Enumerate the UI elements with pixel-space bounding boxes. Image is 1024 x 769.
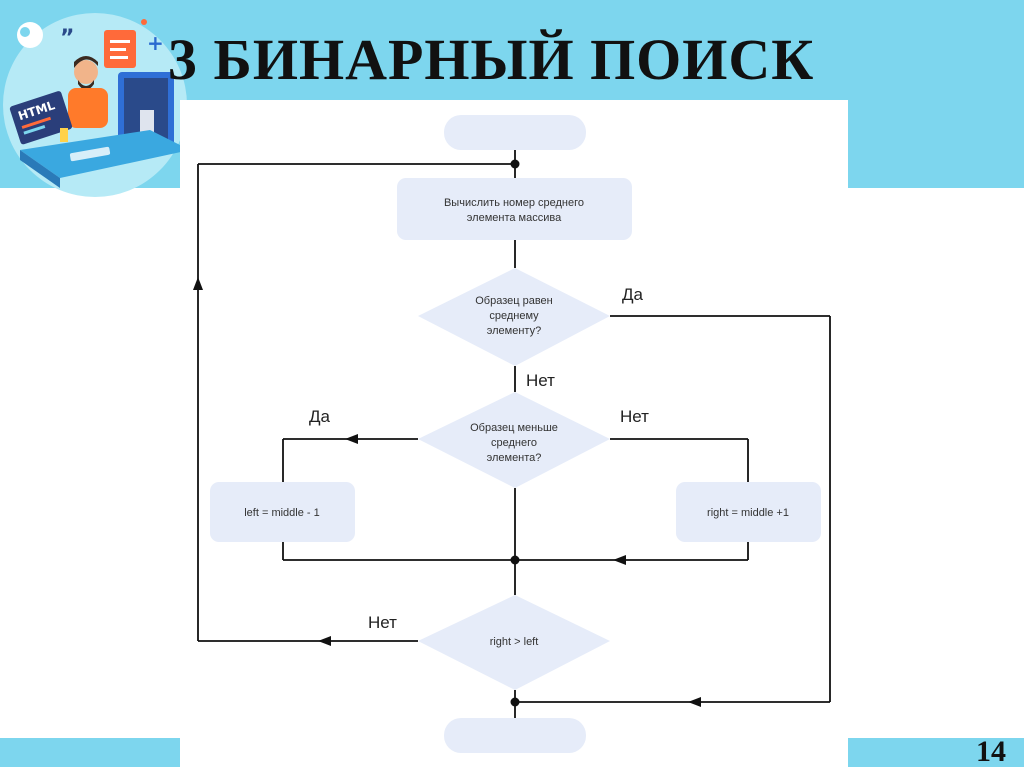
svg-text:+: + [147,31,164,55]
decision-equal-no-label: Нет [526,371,555,390]
start-terminal [444,115,586,150]
decision-less-line1: Образец меньше [470,422,558,434]
decision-equal-node [418,268,610,366]
right-update-node [676,482,821,542]
decision-equal-line1: Образец равен [475,295,553,307]
decision-continue-label: right > left [490,636,539,648]
compute-middle-line1: Вычислить номер среднего [444,197,584,209]
decision-equal-yes-label: Да [622,285,644,304]
end-terminal [444,718,586,753]
decision-less-no-label: Нет [620,407,649,426]
compute-middle-node [397,178,632,240]
decision-less-line3: элемента? [487,452,542,464]
decision-equal-line2: среднему [489,310,539,322]
page-number: 14 [976,735,1006,768]
left-update-node [210,482,355,542]
binary-search-flowchart: Вычислить номер среднего элемента массив… [193,115,831,753]
programmer-illustration: ” + HTML [3,13,190,197]
decision-less-yes-label: Да [309,407,331,426]
svg-text:”: ” [60,26,74,51]
slide-title: 3 БИНАРНЫЙ ПОИСК [168,27,815,92]
decision-less-line2: среднего [491,437,537,449]
decision-equal-line3: элементу? [487,325,541,337]
junction-dots [510,159,520,707]
left-update-label: left = middle - 1 [244,507,320,519]
flow-arrowheads [193,277,701,707]
decision-less-node [418,392,610,488]
compute-middle-line2: элемента массива [467,212,562,224]
flow-connectors [197,150,831,718]
flowchart-panel: Вычислить номер среднего элемента массив… [180,100,848,767]
right-update-label: right = middle +1 [707,507,789,519]
decision-continue-node [418,595,610,690]
decision-continue-no-label: Нет [368,613,397,632]
